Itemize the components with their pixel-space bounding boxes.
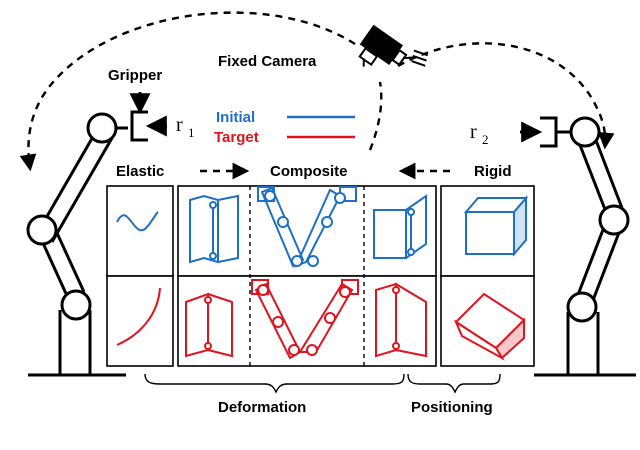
composite-initial-piece-3 bbox=[373, 194, 427, 259]
positioning-label: Positioning bbox=[411, 399, 493, 416]
elastic-label: Elastic bbox=[116, 163, 164, 180]
gripper-icon bbox=[129, 92, 167, 142]
rigid-label: Rigid bbox=[474, 163, 512, 180]
composite-target-piece-1 bbox=[185, 292, 233, 358]
elastic-target-cell bbox=[106, 275, 174, 367]
left-dashed-arc bbox=[19, 11, 356, 172]
composite-label: Composite bbox=[270, 163, 348, 180]
elastic-initial-shape bbox=[116, 211, 159, 232]
positioning-bracket bbox=[407, 373, 501, 394]
camera-icon bbox=[358, 24, 429, 67]
rigid-initial-cube bbox=[463, 195, 529, 257]
legend-initial-label: Initial bbox=[216, 109, 255, 126]
r2-subscript: 2 bbox=[482, 132, 489, 147]
robot-arm-right-icon bbox=[520, 116, 636, 377]
r1-label: r bbox=[176, 114, 183, 136]
robot-arm-left-icon bbox=[26, 112, 128, 377]
legend-target-label: Target bbox=[214, 129, 259, 146]
r2-label: r bbox=[470, 121, 477, 143]
right-dashed-arc bbox=[397, 42, 615, 150]
fixed-camera-label: Fixed Camera bbox=[218, 53, 317, 70]
gripper-label: Gripper bbox=[108, 67, 162, 84]
rigid-target-cube bbox=[453, 292, 526, 361]
elastic-target-shape bbox=[116, 287, 161, 346]
composite-target-piece-3 bbox=[375, 282, 427, 358]
composite-target-chain bbox=[251, 279, 359, 360]
composite-initial-chain bbox=[257, 186, 357, 268]
composite-initial-piece-1 bbox=[189, 194, 239, 264]
deformation-label: Deformation bbox=[218, 399, 306, 416]
camera-to-composite-dashed bbox=[368, 81, 383, 151]
deformation-bracket bbox=[144, 373, 405, 394]
r1-subscript: 1 bbox=[188, 125, 195, 140]
